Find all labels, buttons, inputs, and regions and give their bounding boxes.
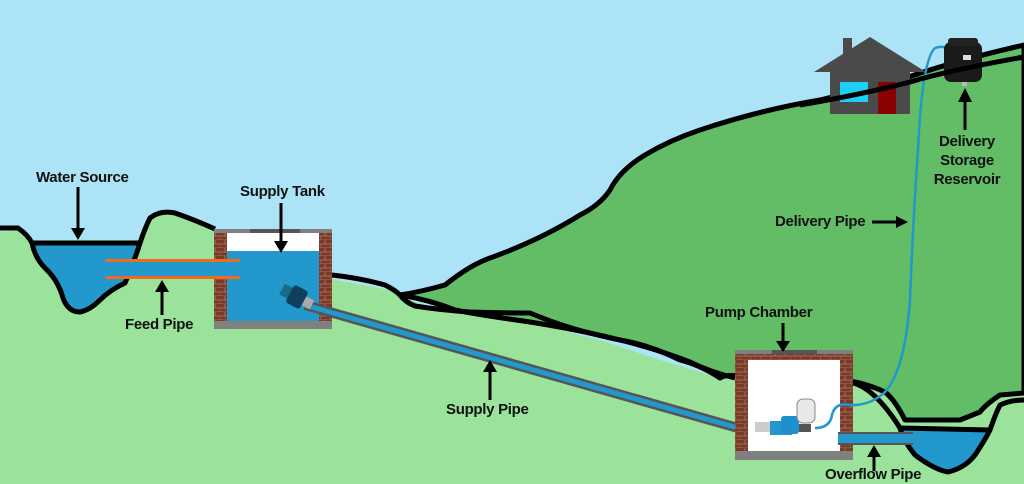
label-feed-pipe: Feed Pipe (125, 316, 194, 333)
delivery-pipe (814, 45, 951, 430)
ground-outline-left (0, 209, 217, 245)
label-delivery-pipe: Delivery Pipe (775, 213, 866, 230)
pump-chamber (735, 350, 853, 460)
label-line: Reservoir (933, 171, 1001, 188)
house-icon (814, 37, 926, 114)
feed-pipe (106, 259, 240, 279)
overflow-pond (897, 425, 993, 475)
strainer-icon (279, 283, 315, 310)
overflow-pipe (838, 432, 913, 445)
label-water-source: Water Source (36, 169, 129, 186)
label-line: Delivery (939, 133, 995, 150)
hilltop-outline (799, 54, 1024, 108)
supply-pipe (303, 300, 747, 435)
label-overflow-pipe: Overflow Pipe (825, 466, 922, 483)
label-supply-pipe: Supply Pipe (446, 401, 529, 418)
pressure-vessel-icon (796, 398, 816, 424)
label-delivery-storage-reservoir: Delivery Storage Reservoir (930, 132, 1004, 189)
label-line: Storage (940, 152, 994, 169)
storage-tank-icon (944, 38, 982, 86)
label-supply-tank: Supply Tank (240, 183, 325, 200)
ground-outline-mid (331, 272, 736, 381)
pump-icon (755, 416, 811, 435)
label-arrows (71, 88, 972, 471)
label-pump-chamber: Pump Chamber (705, 304, 813, 321)
